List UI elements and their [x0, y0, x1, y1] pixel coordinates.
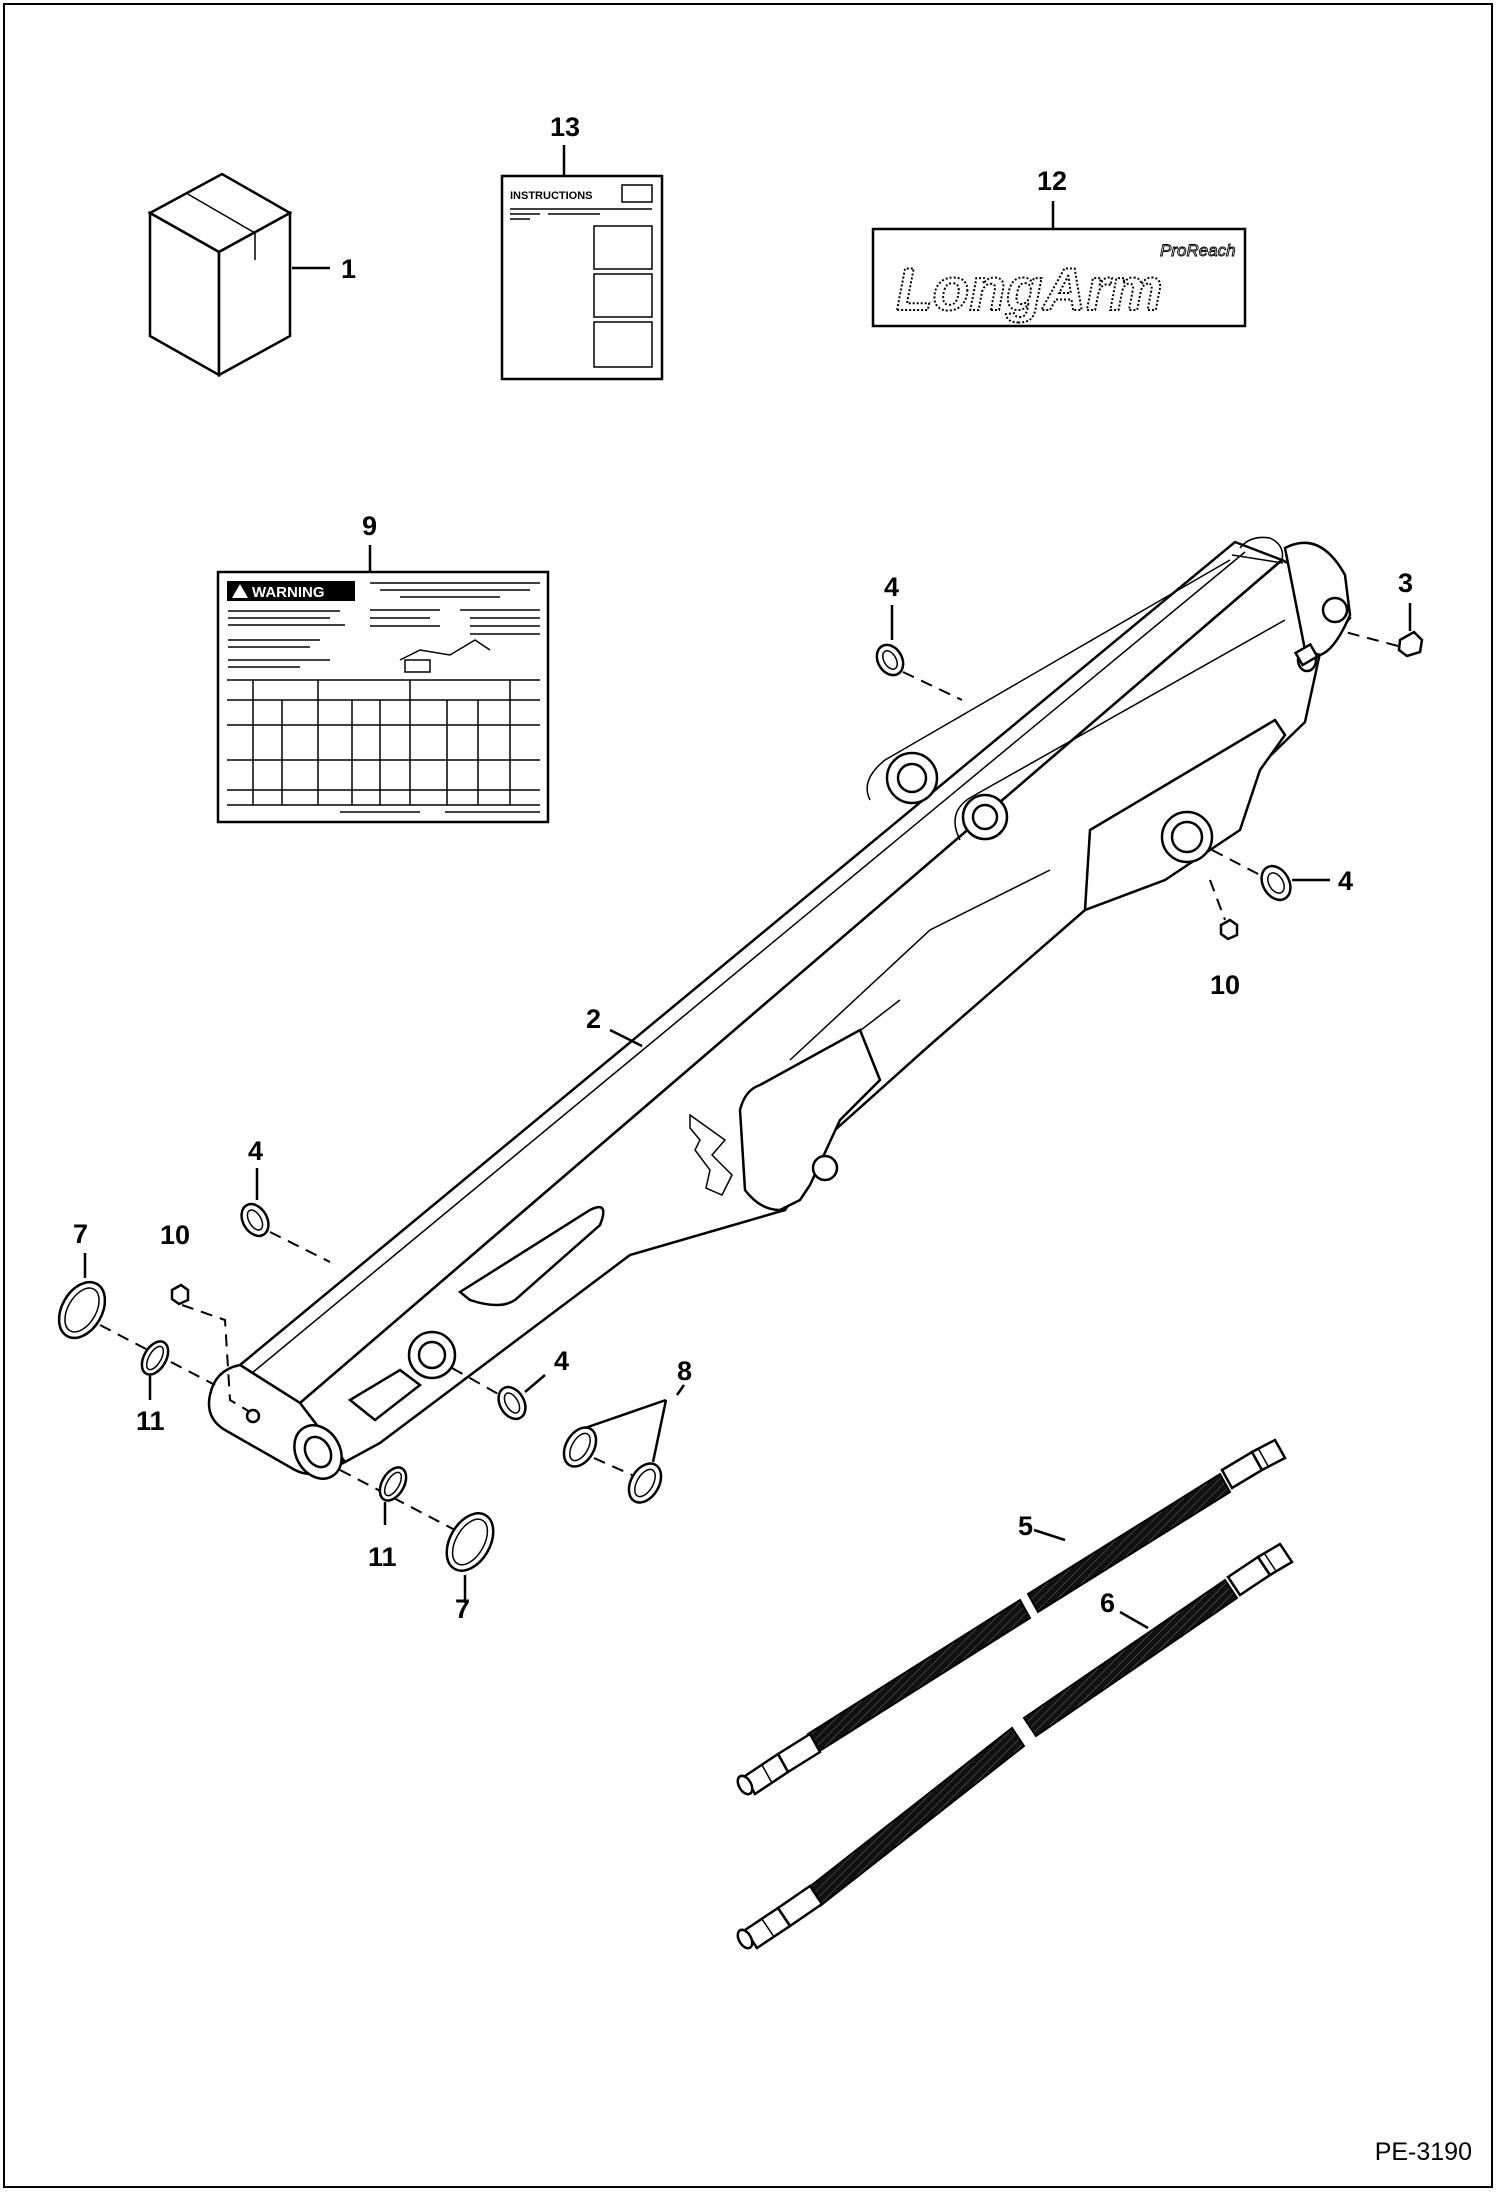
callout-11-bottom: 11 — [368, 1542, 397, 1572]
callout-10-front: 10 — [1210, 970, 1240, 1000]
part-shims-8 — [562, 1384, 686, 1504]
part-hose-5 — [736, 1438, 1287, 1796]
part-longarm-decal: LongArm ProReach — [871, 201, 1247, 328]
part-oring-4-top — [875, 605, 963, 701]
part-ring-11-left — [140, 1340, 170, 1400]
part-ring-7-left — [57, 1253, 216, 1386]
callout-13: 13 — [550, 112, 580, 142]
callout-7-left: 7 — [73, 1219, 88, 1249]
part-long-arm — [207, 536, 1352, 1480]
callout-4-front: 4 — [1338, 866, 1353, 896]
warning-heading: WARNING — [252, 584, 325, 601]
part-grease-fitting-rear — [170, 1283, 251, 1413]
callout-5: 5 — [1018, 1511, 1033, 1541]
callout-9: 9 — [362, 511, 377, 541]
part-fitting-3 — [1344, 603, 1424, 658]
callout-8: 8 — [677, 1356, 692, 1386]
part-oring-4-rear-top — [240, 1168, 331, 1263]
callout-3: 3 — [1398, 568, 1413, 598]
callout-4-rear-top: 4 — [248, 1136, 263, 1166]
callout-6: 6 — [1100, 1588, 1115, 1618]
proreach-logo-text: ProReach — [1160, 241, 1236, 260]
callout-11-left: 11 — [136, 1406, 165, 1436]
part-hose-6 — [736, 1542, 1294, 1950]
callout-4-rear: 4 — [554, 1346, 569, 1376]
callout-10-rear: 10 — [160, 1220, 190, 1250]
callout-12: 12 — [1037, 166, 1067, 196]
part-ring-7-bottom — [339, 1469, 495, 1603]
part-ring-11-bottom — [378, 1466, 408, 1525]
part-box — [147, 172, 330, 378]
callout-7-bottom: 7 — [455, 1594, 470, 1624]
instructions-heading: INSTRUCTIONS — [510, 190, 593, 202]
part-grease-fitting-front — [1209, 879, 1239, 941]
callout-2: 2 — [586, 1004, 601, 1034]
part-oring-4-rear — [451, 1367, 546, 1421]
diagram-frame — [3, 3, 1493, 2188]
callout-1: 1 — [341, 254, 356, 284]
part-warning-decal: WARNING — [216, 545, 550, 824]
callout-4-top: 4 — [884, 572, 899, 602]
longarm-logo-text: LongArm — [896, 256, 1163, 323]
document-id: PE-3190 — [1374, 2138, 1472, 2166]
part-oring-4-front — [1211, 849, 1330, 902]
part-instructions-sheet: INSTRUCTIONS — [500, 145, 664, 381]
